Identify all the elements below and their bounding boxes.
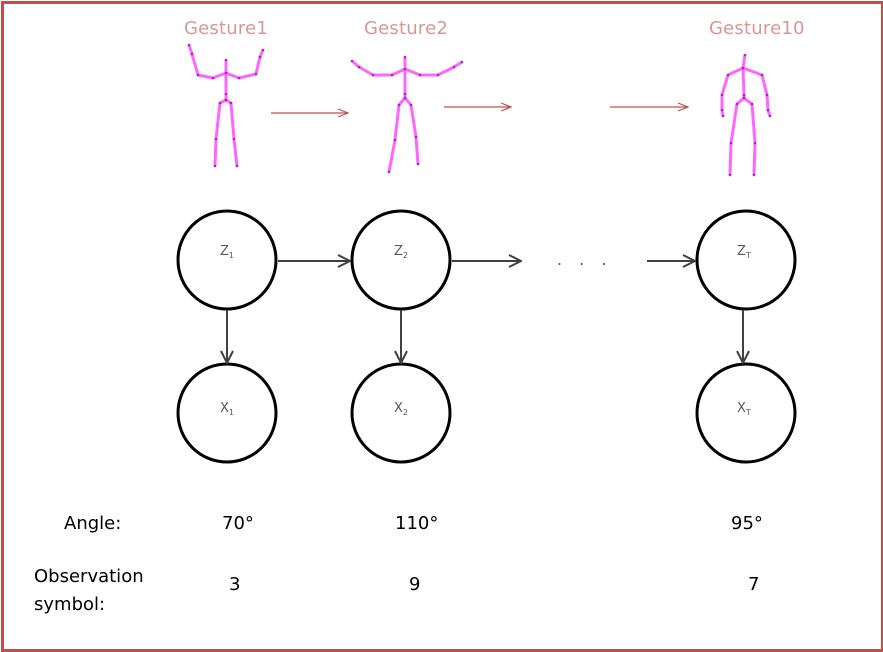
skeleton-joint [403, 55, 407, 59]
skeleton-joint [229, 101, 233, 105]
observation-row-label-line2: symbol: [34, 594, 106, 615]
skeleton-joint [390, 73, 394, 77]
skeleton-joint [214, 137, 218, 141]
skeleton-joint [350, 59, 354, 63]
skeleton-joint [436, 73, 440, 77]
skeleton-joint [218, 101, 222, 105]
skeleton-joint [741, 66, 745, 70]
skeleton-limb [741, 54, 747, 98]
skeleton-joint [237, 76, 241, 80]
skeleton-joint [460, 60, 464, 64]
skeleton-joint [750, 102, 754, 106]
skeleton-joint [452, 65, 456, 69]
skeleton-joint [387, 170, 391, 174]
skeleton-joint [416, 162, 420, 166]
skeleton-joint [414, 135, 418, 139]
skeleton-joint [403, 92, 407, 96]
skeleton-limb [213, 98, 227, 167]
skeleton-limb [387, 97, 407, 173]
angle-value-10: 95° [731, 513, 763, 534]
skeleton-joint [196, 73, 200, 77]
skeleton-joint [397, 103, 401, 107]
skeleton-joint [403, 96, 407, 100]
angle-value-2: 110° [395, 513, 439, 534]
skeleton-joint [213, 164, 217, 168]
skeleton-joint [187, 43, 191, 47]
skeleton-joint [418, 73, 422, 77]
skeleton-joint [224, 58, 228, 62]
observation-label-2: X2 [394, 401, 408, 417]
skeleton-joint [409, 103, 413, 107]
skeleton-gesture-10 [720, 53, 772, 177]
skeleton-gesture-2 [350, 55, 464, 174]
skeleton-joint [254, 72, 258, 76]
observation-row-label-line1: Observation [34, 566, 144, 587]
skeleton-joint [720, 93, 724, 97]
skeleton-joint [760, 73, 764, 77]
skeleton-joint [235, 164, 239, 168]
symbol-value-10: 7 [748, 574, 760, 595]
skeleton-joint [720, 108, 724, 112]
observation-node-T [695, 362, 797, 464]
skeleton-joint [729, 141, 733, 145]
skeleton-joint [768, 114, 772, 118]
skeleton-joint [232, 137, 236, 141]
skeleton-joint [721, 114, 725, 118]
skeleton-gesture-1 [187, 43, 265, 168]
skeleton-joint [261, 48, 265, 52]
gesture-label-10: Gesture10 [709, 18, 805, 39]
skeleton-limb [403, 97, 420, 165]
hidden-state-node-2 [350, 209, 452, 311]
skeleton-joint [726, 73, 730, 77]
hidden-state-label-1: Z1 [220, 244, 234, 260]
skeleton-joint [742, 93, 746, 97]
angle-value-1: 70° [222, 513, 254, 534]
symbol-value-1: 3 [229, 574, 241, 595]
skeleton-joint [393, 138, 397, 142]
hidden-state-node-T [695, 209, 797, 311]
observation-node-2 [350, 362, 452, 464]
skeleton-joint [224, 71, 228, 75]
skeleton-joint [224, 92, 228, 96]
angle-row-label: Angle: [64, 513, 122, 534]
hidden-state-node-1 [176, 209, 278, 311]
skeleton-joint [753, 141, 757, 145]
skeleton-joint [357, 65, 361, 69]
skeleton-limb [225, 98, 239, 167]
skeleton-joint [371, 73, 375, 77]
skeleton-joint [403, 67, 407, 71]
skeleton-joint [765, 93, 769, 97]
ellipsis: . . . [557, 250, 612, 269]
skeleton-joint [728, 173, 732, 177]
skeleton-limb [743, 96, 757, 176]
gesture-label-1: Gesture1 [184, 18, 268, 39]
skeleton-joint [752, 173, 756, 177]
skeleton-joint [743, 53, 747, 57]
skeleton-limb [728, 96, 745, 176]
skeleton-joint [742, 96, 746, 100]
observation-label-1: X1 [220, 401, 234, 417]
hidden-state-label-2: Z2 [394, 244, 408, 260]
skeleton-joint [224, 98, 228, 102]
observation-node-1 [176, 362, 278, 464]
gesture-label-2: Gesture2 [364, 18, 448, 39]
observation-label-T: XT [737, 401, 751, 417]
symbol-value-2: 9 [409, 574, 421, 595]
skeleton-limb [351, 59, 463, 77]
hidden-state-label-T: ZT [737, 244, 751, 260]
skeleton-joint [766, 108, 770, 112]
skeleton-joint [258, 55, 262, 59]
skeleton-joint [735, 102, 739, 106]
skeleton-joint [211, 76, 215, 80]
skeleton-joint [190, 52, 194, 56]
